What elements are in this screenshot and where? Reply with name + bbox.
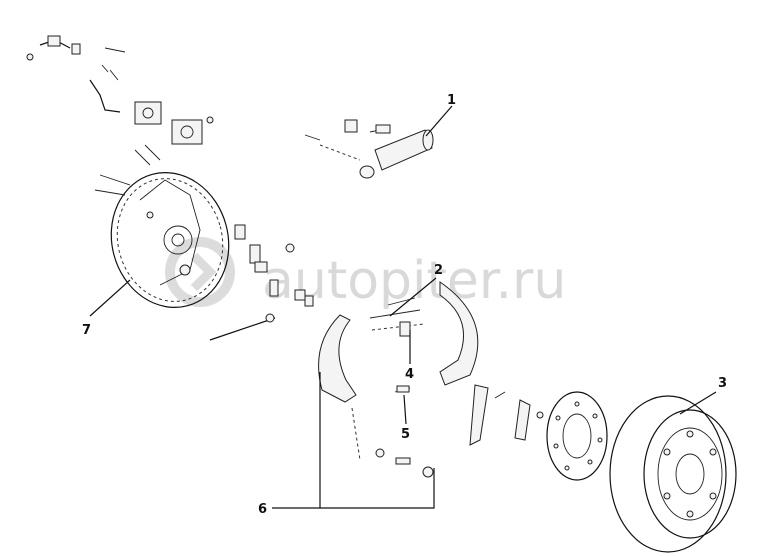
callout-4: 4 [405, 367, 414, 382]
parking-brake-lever [469, 384, 544, 446]
callouts: 1 2 3 4 5 6 7 [82, 93, 727, 517]
callout-7: 7 [82, 323, 91, 338]
leader-2 [389, 277, 437, 317]
leader-7 [89, 279, 131, 317]
shoe-hardware [351, 407, 434, 478]
callout-1: 1 [447, 93, 456, 108]
leader-1 [425, 105, 453, 137]
leader-3 [679, 391, 717, 415]
leader-6 [272, 372, 435, 509]
callout-2: 2 [434, 263, 443, 278]
watermark: autopiter.ru [165, 237, 566, 311]
leader-lines [89, 105, 717, 509]
callout-5: 5 [401, 427, 410, 442]
leader-5 [403, 394, 407, 425]
small-hardware [209, 224, 314, 341]
brake-hose-group [26, 35, 214, 145]
callout-6: 6 [258, 502, 267, 517]
brake-shoes [318, 281, 479, 403]
backing-plate [94, 144, 230, 308]
callout-3: 3 [718, 376, 727, 391]
wheel-cylinder [304, 119, 434, 179]
brake-drum [609, 395, 737, 553]
hub-disc [546, 391, 608, 481]
